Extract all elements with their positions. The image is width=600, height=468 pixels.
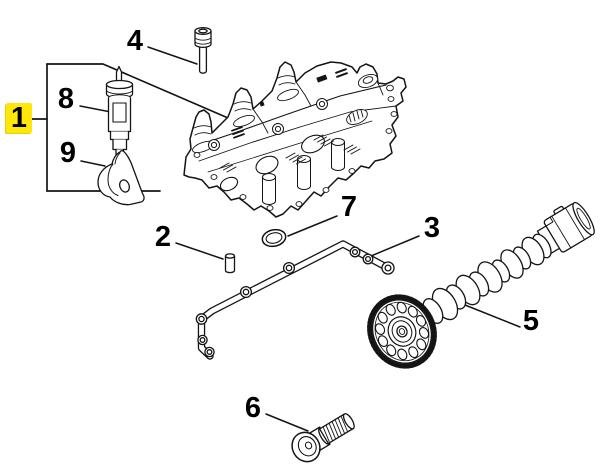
callout-5[interactable]: 5 [522,305,540,337]
leader-3 [370,235,420,257]
leader-8 [79,105,112,113]
callout-9[interactable]: 9 [59,137,77,169]
part-6-bolt[interactable] [287,407,360,467]
part-3-gasket[interactable] [195,240,395,360]
callout-2[interactable]: 2 [154,221,172,253]
callout-6[interactable]: 6 [244,392,262,424]
leader-7 [287,215,338,237]
leader-9 [80,160,106,167]
part-2-dowel-pin[interactable] [224,253,236,274]
leader-6 [265,413,309,432]
callout-7[interactable]: 7 [340,191,358,223]
leader-4 [147,46,198,65]
part-5-camshaft[interactable] [358,197,598,378]
leader-2 [175,242,224,260]
part-8-solenoid[interactable] [105,65,134,158]
callout-8[interactable]: 8 [57,83,75,115]
callout-4[interactable]: 4 [126,25,144,57]
leader-5 [464,304,521,328]
part-4-bolt[interactable] [194,26,212,74]
camshaft-gear [367,294,437,369]
part-7-seal-ring[interactable] [261,228,287,249]
callout-3[interactable]: 3 [423,212,441,244]
part-head-cover[interactable] [183,61,407,218]
part-9-bracket[interactable] [97,149,145,206]
leader-lines [79,46,521,432]
callout-1[interactable]: 1 [6,103,32,133]
